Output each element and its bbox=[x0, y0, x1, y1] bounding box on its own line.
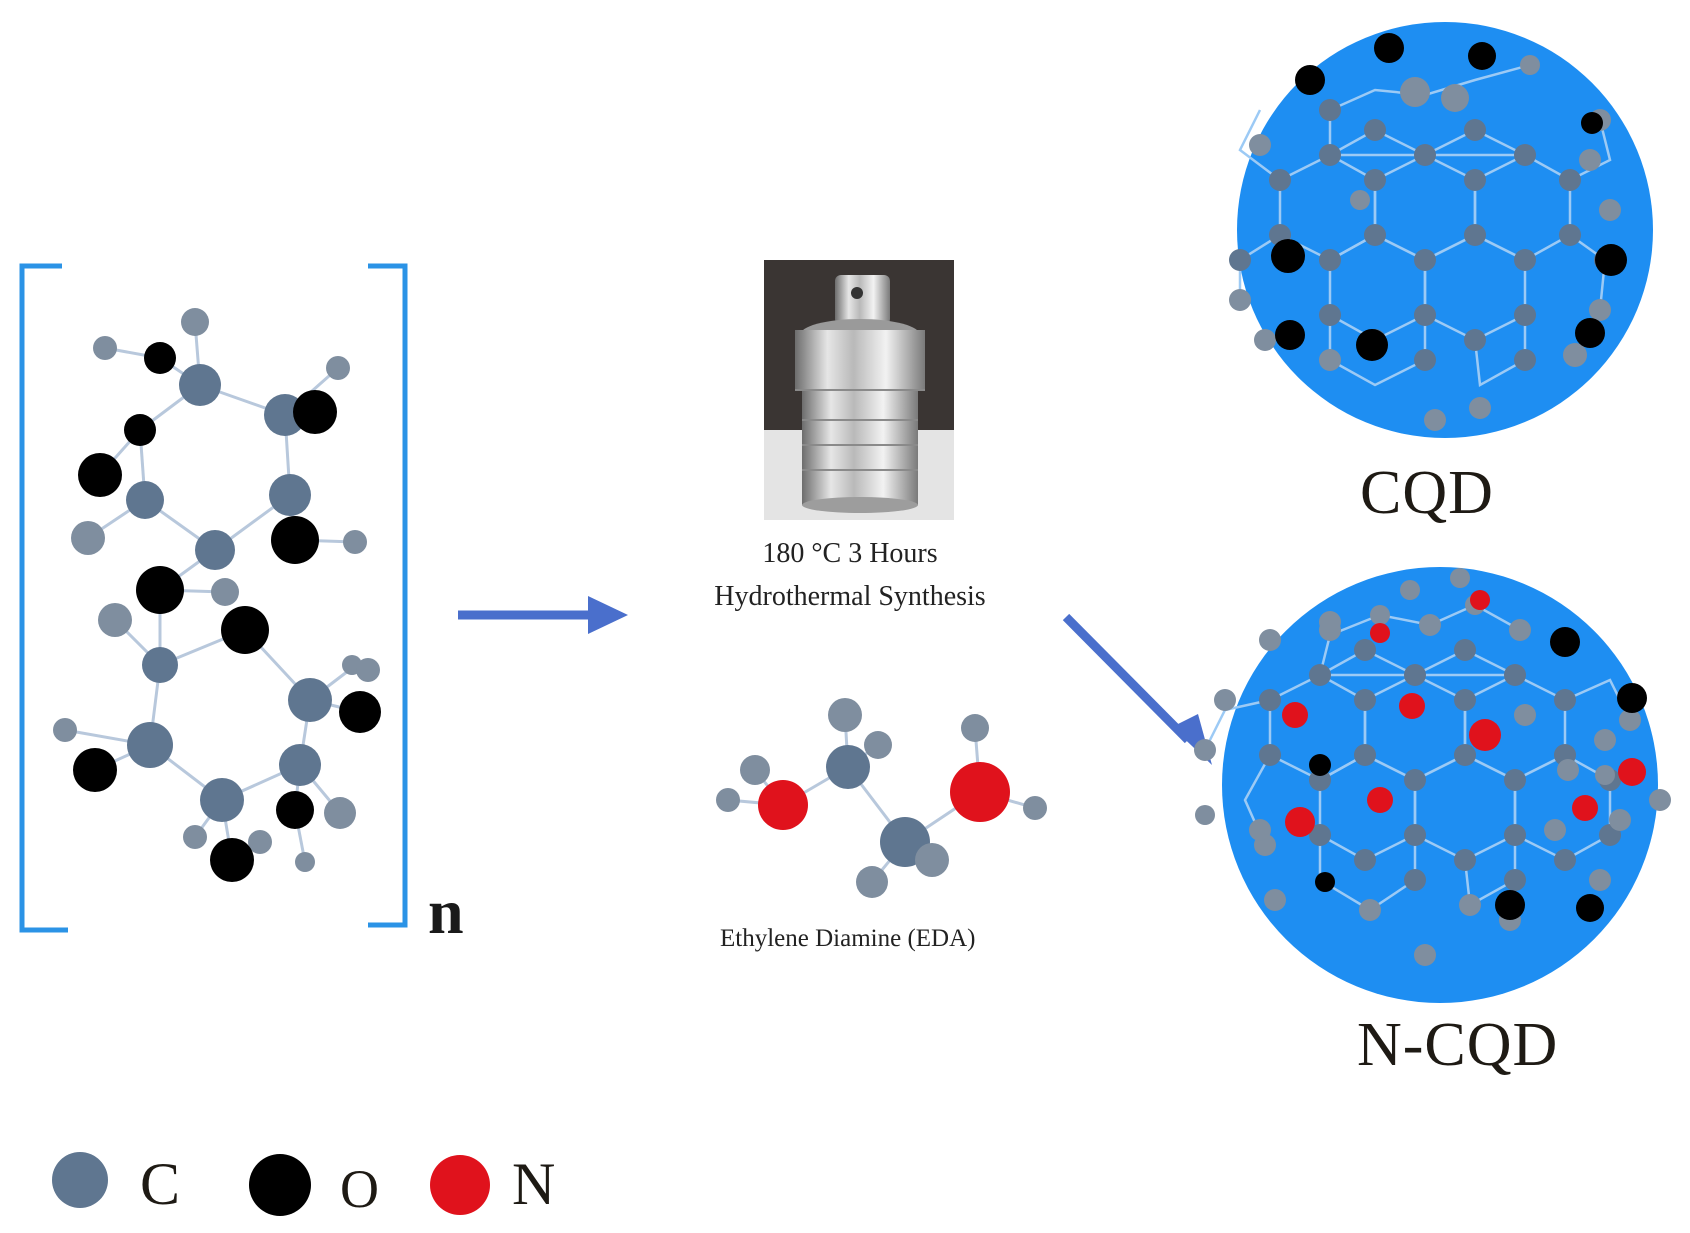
polymer-molecule bbox=[53, 308, 381, 882]
product-arrow bbox=[1062, 613, 1212, 765]
reagent-label: Ethylene Diamine (EDA) bbox=[720, 925, 976, 952]
legend-nitrogen-dot bbox=[430, 1155, 490, 1215]
right-bracket bbox=[368, 263, 408, 928]
n-cqd-label: N-CQD bbox=[1357, 1011, 1559, 1079]
legend-oxygen-dot bbox=[249, 1154, 311, 1216]
left-bracket bbox=[19, 263, 68, 933]
cqd-label: CQD bbox=[1360, 459, 1494, 527]
legend-carbon-dot bbox=[52, 1152, 108, 1208]
polymer-subscript: n bbox=[428, 876, 464, 947]
legend-carbon-label: C bbox=[140, 1151, 181, 1217]
eda-molecule bbox=[716, 698, 1047, 898]
reaction-condition-line1: 180 °C 3 Hours bbox=[762, 538, 938, 569]
autoclave-photo bbox=[764, 260, 954, 520]
reaction-condition-line2: Hydrothermal Synthesis bbox=[714, 581, 986, 612]
n-cqd-particle bbox=[1194, 567, 1671, 1003]
legend-nitrogen-label: N bbox=[512, 1151, 556, 1217]
cqd-particle bbox=[1229, 22, 1653, 438]
legend-oxygen-label: O bbox=[340, 1159, 379, 1219]
reaction-arrow bbox=[458, 596, 628, 634]
